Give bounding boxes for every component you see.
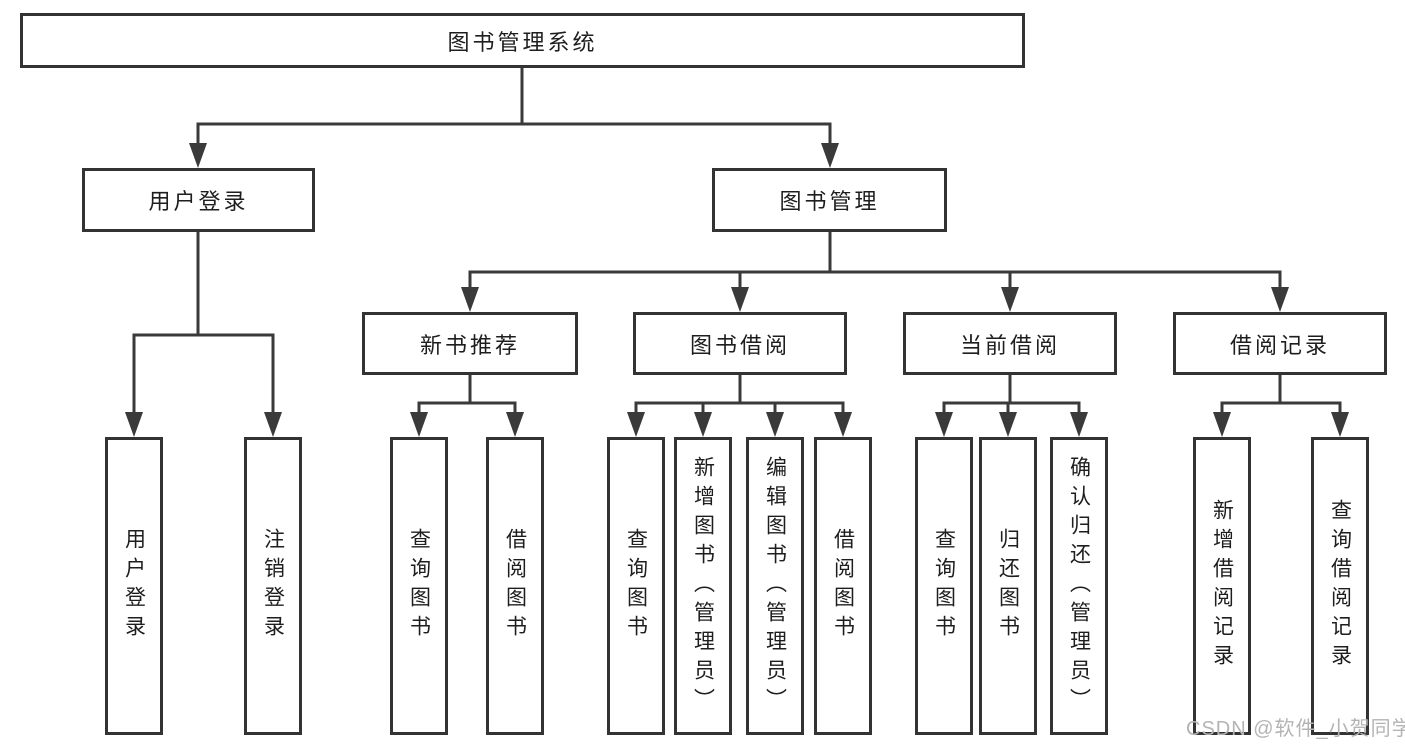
node-return-books: 归还图书: [979, 437, 1037, 735]
node-borrow-books: 借阅图书: [814, 437, 872, 735]
node-library-management-system: 图书管理系统: [20, 13, 1025, 68]
node-add-books-admin: 新增图书（管理员）: [674, 437, 732, 735]
csdn-watermark: CSDN @软件_小贺同学: [1186, 718, 1405, 740]
node-user-login: 用户登录: [82, 168, 315, 232]
node-logout: 注销登录: [244, 437, 302, 735]
node-borrow-records: 借阅记录: [1173, 312, 1387, 375]
node-query-books-current: 查询图书: [915, 437, 973, 735]
node-book-management: 图书管理: [712, 168, 947, 232]
node-edit-books-admin: 编辑图书（管理员）: [746, 437, 804, 735]
arrowheads: [125, 143, 1349, 437]
node-confirm-return-admin: 确认归还（管理员）: [1050, 437, 1108, 735]
node-query-books-recommend: 查询图书: [390, 437, 448, 735]
node-new-book-recommend: 新书推荐: [362, 312, 578, 375]
node-user-login-leaf: 用户登录: [105, 437, 163, 735]
node-current-borrow: 当前借阅: [903, 312, 1117, 375]
node-add-borrow-record: 新增借阅记录: [1193, 437, 1251, 735]
node-borrow-books-recommend: 借阅图书: [486, 437, 544, 735]
node-query-books-borrow: 查询图书: [607, 437, 665, 735]
node-query-borrow-record: 查询借阅记录: [1311, 437, 1369, 735]
node-book-borrow: 图书借阅: [633, 312, 847, 375]
